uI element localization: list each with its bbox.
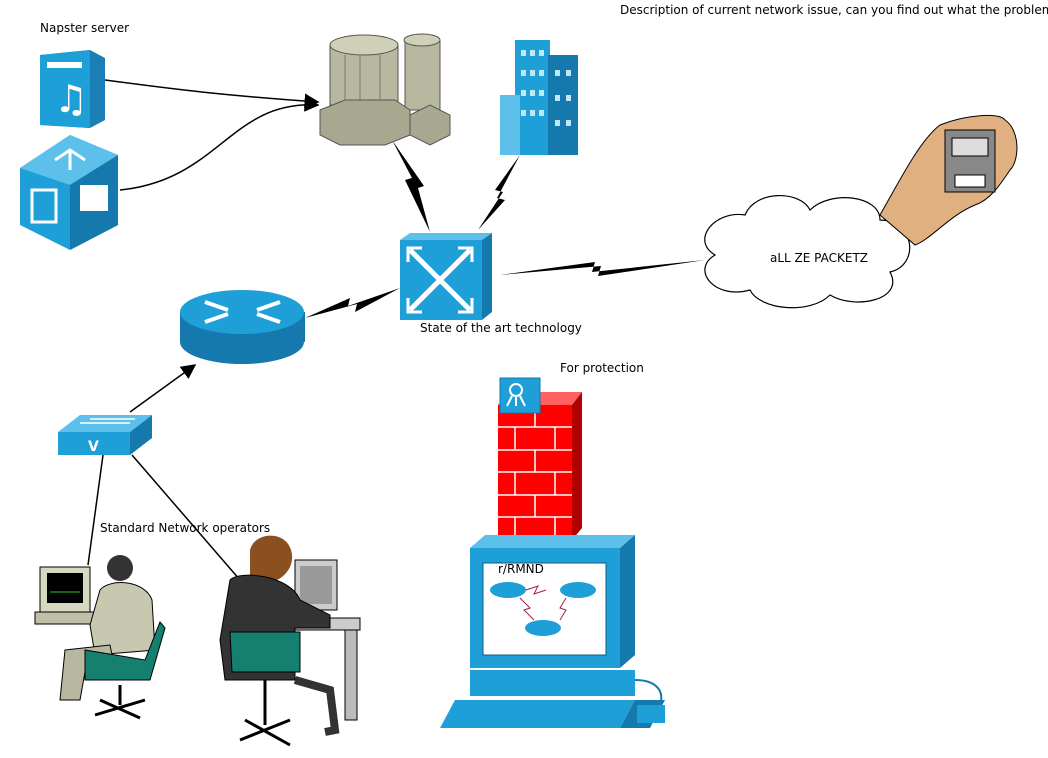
svg-text:♫: ♫ [54,77,88,121]
hand-holding-device-icon [879,115,1018,246]
operators-label: Standard Network operators [100,521,271,535]
workgroup-switch-icon[interactable]: V [58,415,152,455]
link-cube-mainframe [119,96,320,191]
link-vswitch-operator1 [87,454,104,566]
link-vswitch-operator2 [131,454,241,581]
bolt-router-switch [305,288,400,318]
operator-woman-icon [219,535,361,747]
diagram-title: Description of current network issue, ca… [620,3,1048,17]
office-building-icon[interactable] [500,40,578,155]
internet-cloud-icon[interactable] [704,195,911,309]
multiservice-switch-icon[interactable] [20,135,118,250]
link-vswitch-router [129,364,197,413]
lightning-links [305,140,705,318]
napster-server-label: Napster server [40,21,130,35]
bolt-building-switch [478,155,520,230]
switch-label: State of the art technology [420,321,582,335]
router-icon[interactable] [180,290,305,364]
firewall-label: For protection [560,361,644,375]
svg-text:V: V [88,439,99,455]
connections [87,79,320,581]
screen-routers [490,582,596,636]
link-napster-mainframe [104,79,320,109]
napster-server-icon[interactable]: ♫ [40,50,105,128]
bolt-mainframe-switch [392,140,430,232]
operator-man-icon [34,555,166,720]
firewall-icon[interactable] [498,377,582,540]
bolt-switch-cloud [500,260,705,276]
mainframe-icon[interactable] [319,33,451,146]
atm-switch-icon[interactable] [400,233,492,320]
management-workstation-icon[interactable] [440,535,665,728]
cloud-label: aLL ZE PACKETZ [770,251,869,265]
screen-label: r/RMND [498,562,544,576]
